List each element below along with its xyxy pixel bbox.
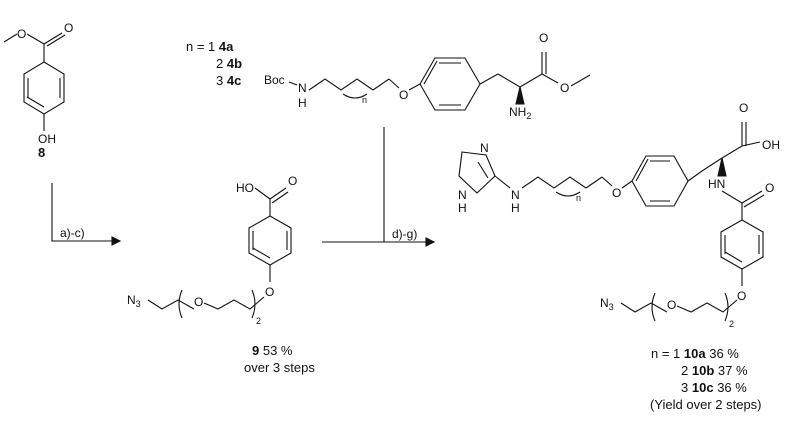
compound-10-azide: N3 — [600, 296, 614, 312]
boc-nh-h: H — [298, 96, 307, 110]
compound-10-row: 2 10b 37 % — [681, 363, 748, 378]
compound-10-repeat-n: n — [576, 193, 581, 203]
ester-carbonyl-o: O — [539, 31, 548, 45]
ester-o: O — [17, 27, 26, 41]
compound-10-row: 3 10c 36 % — [681, 380, 747, 395]
benzene-ring — [23, 61, 65, 115]
amide-hn: HN — [708, 177, 725, 191]
compound-4-row: n = 1 4a — [186, 39, 234, 54]
compound-9-repeat: 2 — [256, 316, 261, 326]
compound-9-carbonyl-o: O — [288, 174, 297, 188]
boc-nh-n: N — [298, 81, 307, 95]
compound-10-ether-o: O — [612, 186, 621, 200]
compound-9-label: 9 — [252, 343, 260, 358]
compound-9-ho: HO — [236, 181, 254, 195]
imidazoline-ring — [458, 151, 496, 194]
compound-4-row: 2 4b — [216, 56, 243, 71]
ring-nh-h: H — [458, 201, 467, 215]
ring-n: N — [480, 141, 489, 155]
ester-o: O — [560, 81, 569, 95]
compound-9-structure: HO O O N3 O 2 — [127, 174, 297, 326]
compound-10-structure: N N H N H n O O OH HN O O — [458, 101, 780, 329]
compound-9-azide: N3 — [127, 293, 141, 309]
arrow-step-1-label: a)-c) — [60, 226, 85, 240]
benzene-ring — [419, 57, 481, 111]
linker-n: N — [511, 188, 520, 202]
compound-4-row: 3 4c — [216, 73, 242, 88]
boc-group: Boc — [264, 73, 285, 87]
compound-10-note: (Yield over 2 steps) — [650, 397, 762, 412]
carbonyl-o: O — [64, 21, 73, 35]
compound-8-label: 8 — [38, 145, 46, 160]
repeat-n: n — [362, 95, 367, 105]
compound-8-structure: O O OH — [3, 21, 73, 146]
benzene-ring — [631, 155, 689, 207]
arrow-step-2: d)-g) — [322, 127, 436, 247]
compound-10-aryl-o: O — [737, 289, 746, 303]
compound-9-yield: 53 % — [262, 343, 293, 358]
linker-h: H — [511, 201, 520, 215]
compound-9-caption: 9 53 % — [252, 343, 293, 359]
compound-4-structure: Boc N H n O NH2 O O — [264, 31, 591, 121]
compound-10-chain-o: O — [667, 298, 676, 312]
compound-8-oh: OH — [38, 132, 56, 146]
arrow-step-2-label: d)-g) — [392, 227, 417, 241]
ether-o: O — [399, 88, 408, 102]
amide-o: O — [765, 181, 774, 195]
arrow-step-1: a)-c) — [51, 183, 122, 246]
compound-9-note: over 3 steps — [244, 360, 315, 375]
amine-nh2: NH2 — [509, 105, 531, 121]
acid-oh: OH — [762, 138, 780, 152]
ring-nh-n: N — [458, 188, 467, 202]
compound-9-chain-o: O — [194, 295, 203, 309]
compound-9-aryl-o: O — [265, 285, 274, 299]
compound-10-repeat: 2 — [729, 319, 734, 329]
compound-10-row: n = 1 10a 36 % — [651, 346, 739, 361]
acid-carbonyl-o: O — [739, 101, 748, 115]
